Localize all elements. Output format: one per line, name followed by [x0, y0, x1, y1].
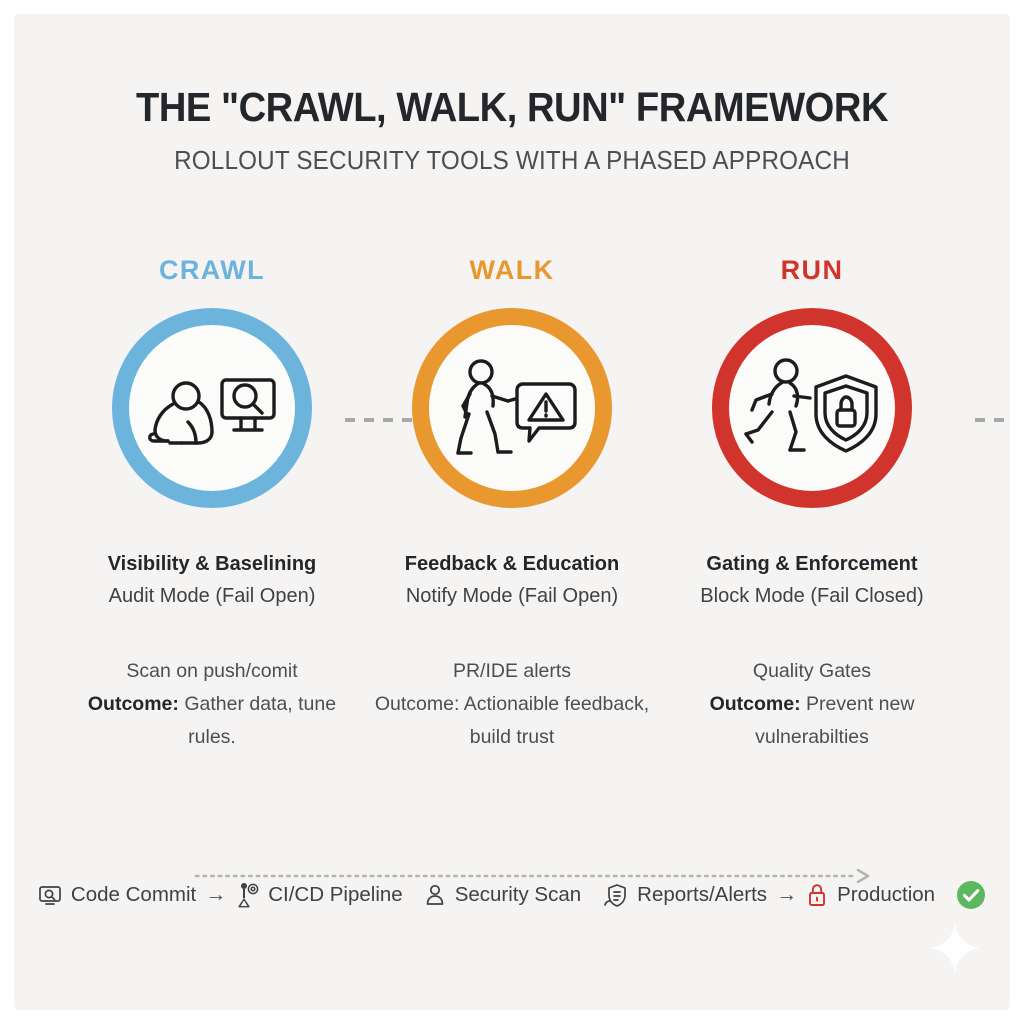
pipeline-item-security-scan[interactable]: Security Scan — [424, 883, 581, 907]
phase-walk-outcome-label: Outcome: — [374, 692, 460, 715]
dotted-arrow-right-icon — [194, 868, 870, 884]
phase-run-ring — [712, 308, 912, 508]
pipeline-item-production[interactable]: Production — [806, 883, 935, 907]
phase-run-outcome-text: Prevent new vulnerabilties — [755, 692, 915, 748]
phase-crawl-label: CRAWL — [159, 255, 265, 285]
pipeline-label-security-scan: Security Scan — [454, 882, 582, 906]
phase-run-body: Quality Gates Outcome: Prevent new vulne… — [668, 655, 956, 753]
pipeline-label-code-commit: Code Commit — [70, 882, 197, 906]
phase-run-mode: Block Mode (Fail Closed) — [700, 585, 924, 607]
phase-run-ring-wrap — [662, 308, 962, 508]
person-shield-icon — [426, 884, 444, 905]
connector-walk-to-run — [973, 405, 1010, 435]
phase-walk-outcome-text: Actionaible feedback, build trust — [459, 692, 650, 748]
phase-crawl-heading: Visibility & Baselining — [107, 553, 317, 575]
green-check-circle-icon — [957, 881, 986, 909]
pipeline-item-reports-alerts[interactable]: Reports/Alerts — [602, 883, 767, 908]
phase-crawl-ring — [112, 308, 312, 508]
shield-report-icon — [604, 883, 627, 907]
person-running-shield-lock-icon — [744, 358, 878, 453]
sparkle-watermark — [926, 919, 984, 982]
pipeline-label-reports-alerts: Reports/Alerts — [637, 882, 768, 906]
phase-crawl-outcome-text: Gather data, tune rules. — [178, 692, 337, 748]
dashed-arrow-right-icon — [975, 418, 1010, 422]
phase-walk-text: Feedback & Education Notify Mode (Fail O… — [362, 550, 662, 753]
pipeline-arrow-1: → — [205, 883, 227, 906]
page-subtitle: ROLLOUT SECURITY TOOLS WITH A PHASED APP… — [174, 147, 850, 175]
phase-run-label: RUN — [780, 255, 844, 285]
pipeline-label-production: Production — [837, 882, 936, 906]
infographic-canvas: THE "CRAWL, WALK, RUN" FRAMEWORK ROLLOUT… — [14, 14, 1010, 1010]
header: THE "CRAWL, WALK, RUN" FRAMEWORK ROLLOUT… — [14, 84, 1010, 176]
phase-row: CRAWL — [14, 254, 1010, 508]
cicd-pipeline-icon — [238, 883, 259, 908]
pipeline-label-cicd-pipeline: CI/CD Pipeline — [268, 882, 403, 906]
phase-crawl-outcome-label: Outcome: — [87, 692, 179, 715]
phase-walk: WALK — [362, 254, 1010, 508]
baby-crawling-monitor-magnifier-icon — [148, 378, 276, 445]
sparkle-icon — [930, 923, 980, 973]
phase-run: RUN — [662, 254, 962, 508]
phase-text-row: Visibility & Baselining Audit Mode (Fail… — [14, 550, 1010, 753]
pipeline-divider — [194, 868, 874, 884]
pipeline-arrow-2: → — [776, 883, 798, 906]
phase-crawl-detail: Scan on push/comit — [126, 660, 298, 682]
phase-walk-label: WALK — [469, 255, 555, 285]
lock-icon — [809, 884, 826, 906]
phase-walk-ring — [412, 308, 612, 508]
phase-crawl-mode: Audit Mode (Fail Open) — [108, 585, 316, 607]
phase-walk-ring-wrap — [362, 308, 662, 508]
phase-crawl-body: Scan on push/comit Outcome: Gather data,… — [68, 655, 356, 753]
phase-run-text: Gating & Enforcement Block Mode (Fail Cl… — [662, 550, 962, 753]
phase-walk-body: PR/IDE alerts Outcome: Actionaible feedb… — [368, 655, 656, 753]
phase-walk-mode: Notify Mode (Fail Open) — [405, 585, 619, 607]
pipeline-row: Code Commit → CI/CD Pipeline — [14, 880, 1010, 910]
phase-run-heading: Gating & Enforcement — [706, 553, 918, 575]
pipeline-item-code-commit[interactable]: Code Commit — [38, 883, 196, 907]
person-walking-warning-bubble-icon — [456, 359, 577, 455]
phase-walk-detail: PR/IDE alerts — [452, 660, 572, 682]
phase-crawl-text: Visibility & Baselining Audit Mode (Fail… — [62, 550, 362, 753]
monitor-magnifier-icon — [39, 886, 61, 905]
phase-walk-heading: Feedback & Education — [404, 553, 620, 575]
phase-run-detail: Quality Gates — [752, 660, 872, 682]
phase-crawl: CRAWL — [62, 254, 463, 508]
pipeline-item-cicd-pipeline[interactable]: CI/CD Pipeline — [235, 882, 403, 908]
phase-crawl-ring-wrap — [62, 308, 362, 508]
page-title: THE "CRAWL, WALK, RUN" FRAMEWORK — [135, 84, 889, 130]
phase-run-outcome-label: Outcome: — [709, 692, 801, 715]
